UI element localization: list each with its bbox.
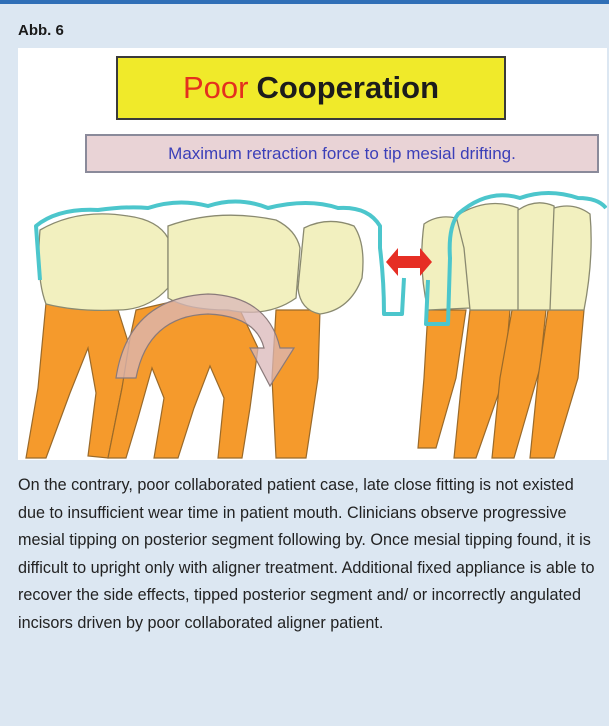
molar1-crown [39,214,168,311]
teeth-drawing [18,48,607,460]
right-crown3 [550,206,591,310]
crowns [39,203,591,314]
figure-label: Abb. 6 [18,22,64,39]
caption-text: On the contrary, poor collaborated patie… [18,472,598,638]
premolar-root [272,310,320,458]
roots [26,293,584,458]
dental-illustration: Poor Cooperation Maximum retraction forc… [18,48,607,460]
premolar-crown [298,221,363,314]
accent-bar [0,0,609,4]
